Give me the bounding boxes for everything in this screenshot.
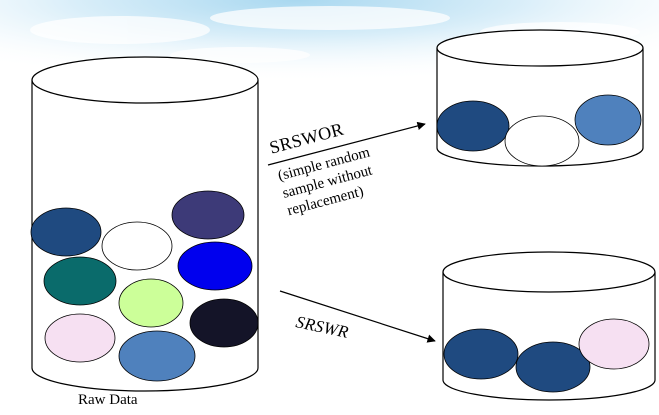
srswr-sample-container (442, 251, 656, 401)
srswor-arrow (267, 121, 426, 166)
srswor-ball-white (504, 115, 580, 167)
raw-ball-teal (43, 256, 117, 306)
cloud-wisps (30, 6, 640, 63)
srswr-ball-navy-blue-1 (443, 328, 519, 380)
srswr-arrow (279, 290, 436, 343)
raw-ball-pale-pink (44, 313, 116, 363)
raw-data-label: Raw Data (78, 392, 138, 408)
srswor-cylinder-top (436, 29, 644, 67)
srswor-ball-steel-blue (574, 94, 642, 146)
srswr-ball-pale-pink (578, 318, 650, 370)
srswr-ball-navy-blue-2 (515, 341, 591, 393)
srswor-ball-navy-blue (436, 100, 510, 152)
raw-ball-midnight (118, 330, 196, 382)
raw-data-cylinder-top (31, 56, 259, 104)
raw-ball-slate-purple (171, 190, 245, 240)
raw-ball-navy-blue (30, 207, 102, 257)
raw-ball-light-green (118, 278, 184, 328)
srswr-cylinder-top (442, 251, 656, 293)
raw-ball-pure-blue (177, 241, 253, 291)
raw-ball-steel-blue (189, 298, 259, 348)
raw-data-container (30, 56, 259, 392)
srswor-sample-container (436, 29, 644, 167)
raw-ball-white (101, 221, 173, 271)
